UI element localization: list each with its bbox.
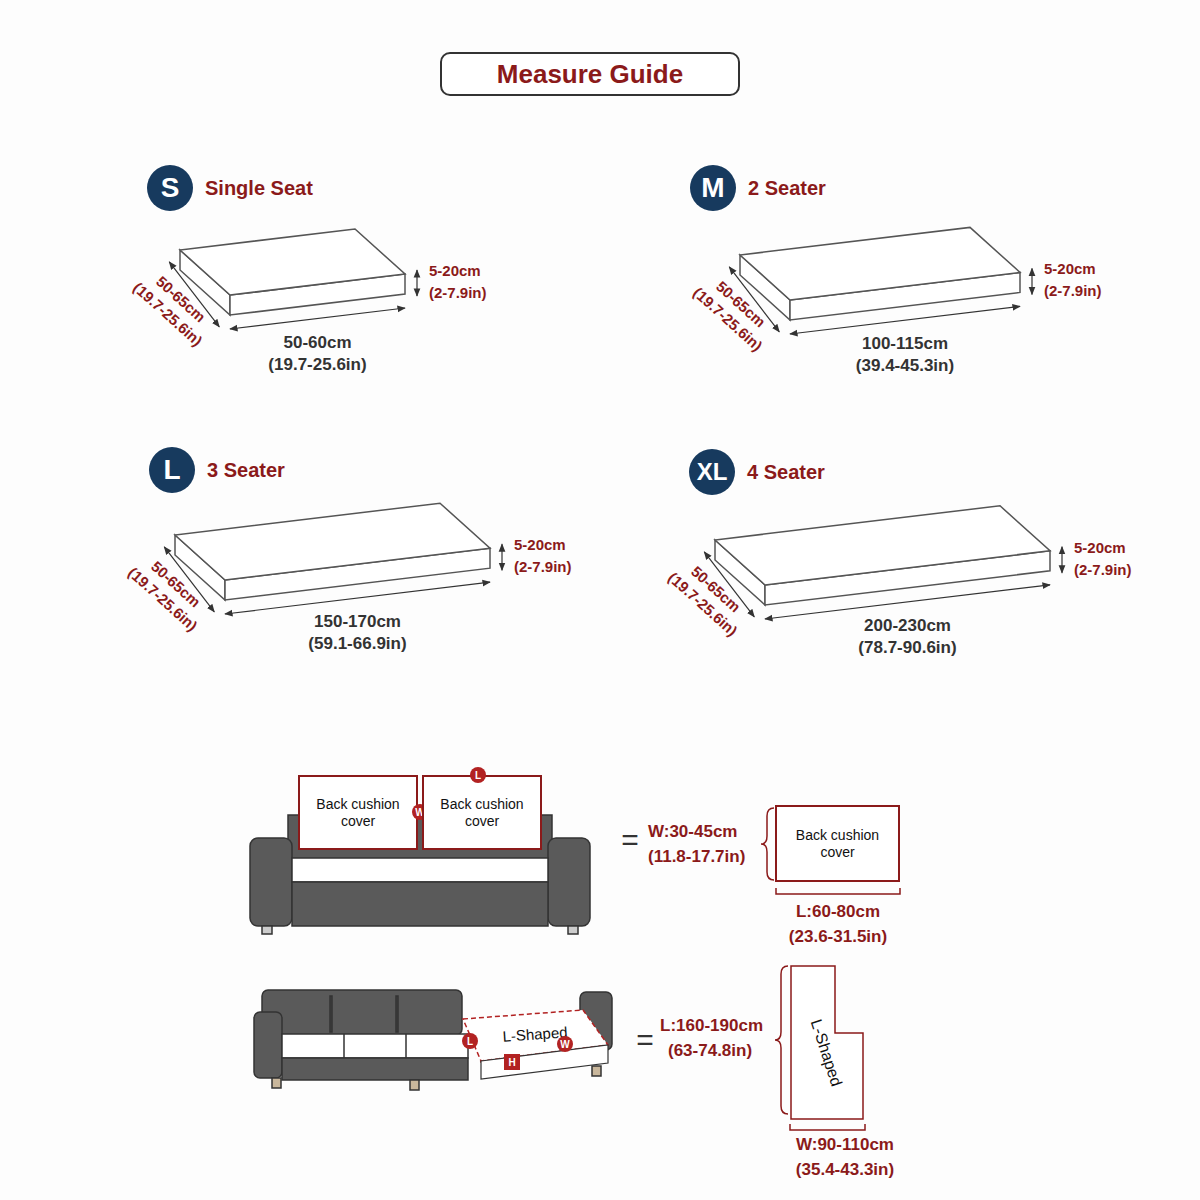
dimension-label: W:90-110cm bbox=[796, 1135, 894, 1155]
dimension-label: (63-74.8in) bbox=[668, 1041, 752, 1061]
dimension-label: (11.8-17.7in) bbox=[648, 847, 745, 867]
dimension-marker: H bbox=[504, 1054, 520, 1070]
dimension-label: (19.7-25.6in) bbox=[268, 355, 366, 375]
dimension-label: 200-230cm bbox=[864, 616, 951, 636]
dimension-label: L:160-190cm bbox=[660, 1016, 763, 1036]
cushion-face bbox=[715, 506, 1050, 585]
seat-cushion bbox=[704, 506, 1062, 619]
dimension-label: 50-60cm bbox=[283, 333, 351, 353]
dimension-label: W:30-45cm bbox=[648, 822, 737, 842]
dimension-arrow bbox=[501, 544, 502, 570]
size-badge: L3 Seater bbox=[149, 447, 195, 493]
cushion-cover-box: Back cushion cover bbox=[422, 775, 542, 850]
dimension-label: 5-20cm bbox=[1044, 260, 1096, 277]
node-text: Back cushion cover bbox=[304, 796, 412, 830]
node-text: L bbox=[467, 1036, 473, 1047]
dimension-label: 5-20cm bbox=[514, 536, 566, 553]
l-outline bbox=[791, 966, 863, 1119]
dimension-marker: W bbox=[557, 1036, 573, 1052]
dimension-label: (2-7.9in) bbox=[429, 284, 487, 301]
node-text: Back cushion cover bbox=[781, 827, 894, 861]
equals-sign: = bbox=[621, 823, 639, 857]
dimension-label: L:60-80cm bbox=[796, 902, 880, 922]
size-heading: 2 Seater bbox=[748, 177, 826, 200]
dimension-label: 150-170cm bbox=[314, 612, 401, 632]
l-sofa-illustration bbox=[254, 990, 612, 1090]
cushion-face bbox=[175, 503, 490, 580]
dimension-label: (35.4-43.3in) bbox=[796, 1160, 894, 1180]
l-shaped-seat: L-Shaped bbox=[455, 1005, 615, 1080]
node-text: Back cushion cover bbox=[428, 796, 536, 830]
dimension-label: 5-20cm bbox=[1074, 538, 1126, 555]
l-shaped-cover: L-Shaped bbox=[790, 965, 865, 1120]
dimension-label: 5-20cm bbox=[429, 262, 481, 279]
dimension-arrow bbox=[1061, 547, 1062, 573]
dimension-arrow bbox=[765, 585, 1050, 619]
seat-front bbox=[481, 1045, 608, 1079]
size-heading: 4 Seater bbox=[747, 461, 825, 484]
cushion-cover-box: Back cushion cover bbox=[298, 775, 418, 850]
size-letter: XL bbox=[697, 458, 728, 486]
size-badge: SSingle Seat bbox=[147, 165, 193, 211]
seat-cushion bbox=[729, 227, 1032, 334]
dimension-marker: L bbox=[462, 1033, 478, 1049]
cushion-face bbox=[740, 227, 1020, 300]
cushion-cover-box: Back cushion cover bbox=[775, 805, 900, 882]
dimension-label: (23.6-31.5in) bbox=[789, 927, 887, 947]
node-text: H bbox=[508, 1057, 515, 1068]
size-badge: XL4 Seater bbox=[689, 449, 735, 495]
dimension-label: (2-7.9in) bbox=[1074, 560, 1132, 577]
cushion-face bbox=[180, 229, 405, 295]
dimension-label: (2-7.9in) bbox=[1044, 282, 1102, 299]
dimension-label: (78.7-90.6in) bbox=[858, 638, 956, 658]
dimension-arrow bbox=[225, 582, 490, 614]
dimension-label: (59.1-66.9in) bbox=[308, 634, 406, 654]
dimension-marker: L bbox=[470, 767, 486, 783]
equals-sign: = bbox=[636, 1023, 654, 1057]
node-text: W bbox=[560, 1039, 569, 1050]
seat-cushion bbox=[164, 503, 502, 614]
dimension-arrow bbox=[1031, 268, 1032, 294]
size-heading: Single Seat bbox=[205, 177, 313, 200]
dimension-arrow bbox=[416, 270, 417, 296]
dimension-label: (39.4-45.3in) bbox=[856, 356, 954, 376]
size-badge: M2 Seater bbox=[690, 165, 736, 211]
size-letter: M bbox=[701, 172, 724, 204]
size-letter: S bbox=[161, 172, 180, 204]
dimension-label: (2-7.9in) bbox=[514, 558, 572, 575]
dimension-arrow bbox=[790, 306, 1020, 334]
dimension-arrow bbox=[230, 308, 405, 329]
node-text: L bbox=[475, 770, 481, 781]
size-letter: L bbox=[163, 454, 180, 486]
size-heading: 3 Seater bbox=[207, 459, 285, 482]
dimension-label: 100-115cm bbox=[862, 334, 948, 354]
title: Measure Guide bbox=[440, 52, 740, 96]
